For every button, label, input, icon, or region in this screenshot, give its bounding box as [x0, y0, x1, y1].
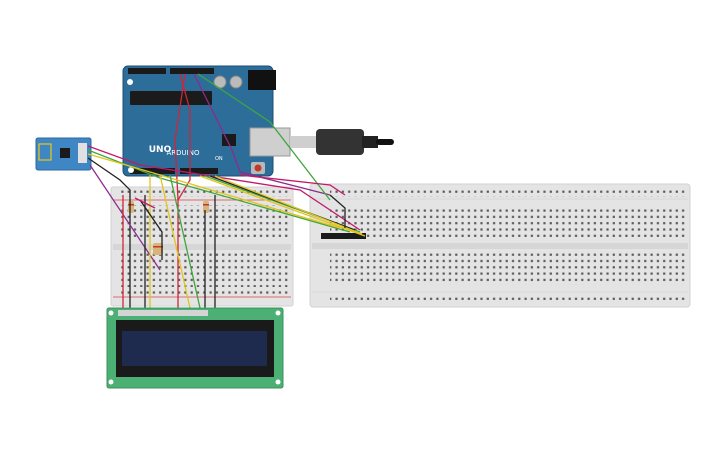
arduino-on-label: ON [215, 156, 223, 162]
arduino-uno-board: ARDUINO UNO ON [122, 65, 291, 177]
resistor-1 [128, 201, 134, 213]
usb-port [249, 127, 291, 157]
lcd-pin-header [118, 310, 208, 316]
pin-header [321, 233, 366, 239]
power-header [130, 168, 175, 174]
digital-header-2 [170, 68, 214, 74]
lcd-screen [122, 331, 267, 366]
arduino-brand: ARDUINO [167, 149, 200, 157]
lcd-16x2-display [106, 307, 284, 389]
resistor-2 [203, 201, 209, 213]
microcontroller-chip [130, 91, 212, 105]
esp8266-wifi-module [35, 137, 92, 171]
small-breadboard [110, 186, 294, 307]
power-jack [248, 70, 276, 90]
arduino-model: UNO [149, 145, 172, 155]
usb-cable [290, 129, 394, 155]
large-breadboard [309, 183, 691, 308]
digital-header-1 [128, 68, 166, 74]
analog-header [180, 168, 218, 174]
wires [87, 73, 366, 309]
